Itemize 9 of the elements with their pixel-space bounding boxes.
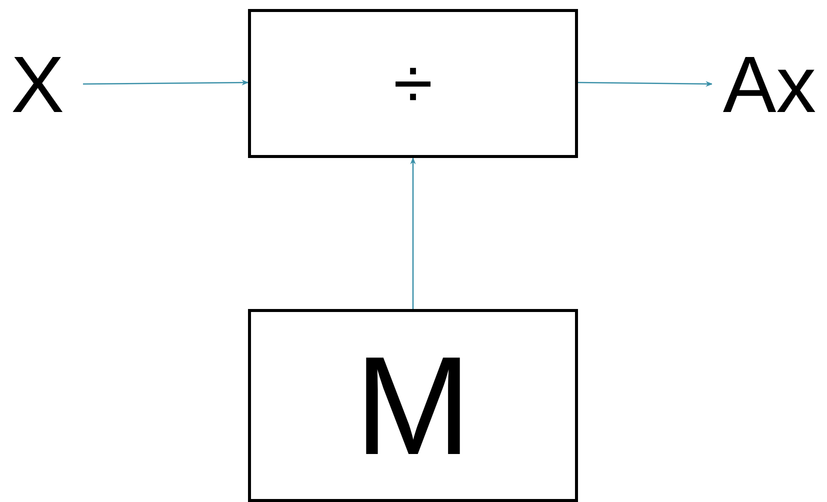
arrow bbox=[410, 157, 416, 309]
operator-label: ÷ bbox=[393, 48, 433, 120]
input-label: X bbox=[10, 45, 64, 125]
arrow bbox=[83, 80, 249, 86]
process-box bbox=[248, 309, 578, 502]
arrow bbox=[578, 81, 713, 87]
operator-label: M bbox=[354, 336, 472, 476]
process-box bbox=[248, 9, 578, 158]
output-label: Ax bbox=[722, 45, 816, 125]
